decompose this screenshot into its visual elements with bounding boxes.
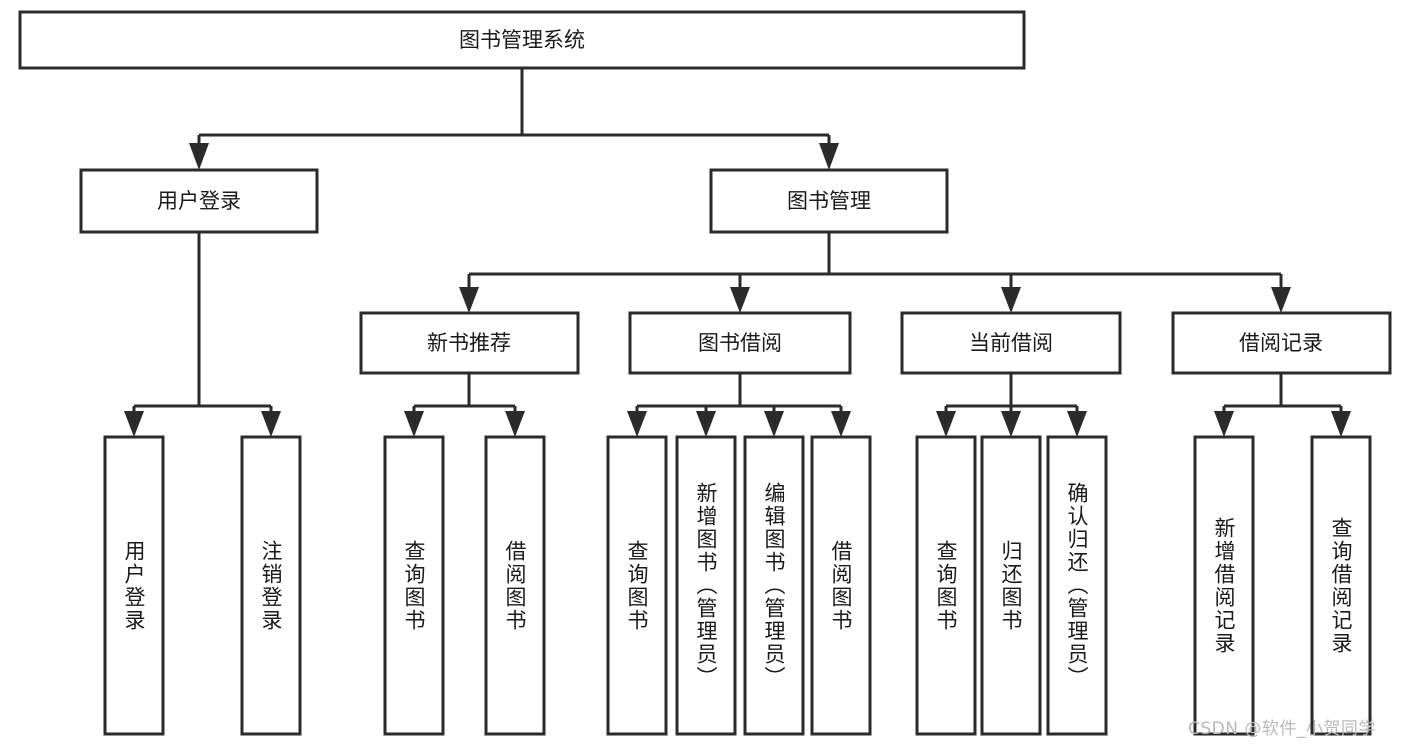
leaf-box-user-login-1[interactable] [103, 435, 165, 736]
node-current-borrow-box[interactable] [900, 311, 1122, 375]
arrow-head-leaf-cb-1 [936, 411, 956, 437]
connector-group-book-mgmt [459, 232, 1291, 313]
leaf-box-current-borrow-3[interactable] [1046, 435, 1108, 736]
arrow-head-leaf-nb-2 [505, 411, 525, 437]
arrow-head-leaf-nb-1 [404, 411, 424, 437]
arrow-head-leaf-bb-3 [764, 411, 784, 437]
leaf-box-borrow-record-1[interactable] [1193, 435, 1255, 736]
arrow-head-leaf-cb-2 [1001, 411, 1021, 437]
leaf-boxes-new-book [383, 435, 546, 736]
node-new-book-recommend[interactable]: 新书推荐 [359, 311, 580, 375]
leaf-box-user-login-2[interactable] [240, 435, 302, 736]
connector-group-borrow-record [1214, 373, 1351, 437]
csdn-watermark: CSDN @软件_小贺同学 [1188, 719, 1376, 739]
node-book-borrow[interactable]: 图书借阅 [628, 311, 852, 375]
arrow-head-leaf-user-login-1 [124, 411, 144, 437]
node-root-box[interactable] [18, 10, 1026, 70]
connector-group-new-book [404, 373, 525, 437]
leaf-box-book-borrow-2[interactable] [675, 435, 737, 736]
leaf-boxes-current-borrow [915, 435, 1108, 736]
leaf-box-borrow-record-2[interactable] [1310, 435, 1372, 736]
node-current-borrow[interactable]: 当前借阅 [900, 311, 1122, 375]
arrow-head-borrow-record [1271, 287, 1291, 313]
arrow-head-leaf-br-1 [1214, 411, 1234, 437]
leaf-boxes-borrow-record [1193, 435, 1372, 736]
node-borrow-record[interactable]: 借阅记录 [1171, 311, 1392, 375]
leaf-box-current-borrow-2[interactable] [980, 435, 1042, 736]
arrow-head-new-book [459, 287, 479, 313]
node-user-login-label: 用户登录 [157, 189, 241, 213]
connector-group-user-login [124, 232, 281, 437]
leaf-box-new-book-1[interactable] [383, 435, 445, 736]
node-new-book-recommend-box[interactable] [359, 311, 580, 375]
leaf-boxes-book-borrow [606, 435, 872, 736]
arrow-head-book-borrow [730, 287, 750, 313]
arrow-head-current-borrow [1001, 287, 1021, 313]
connector-group-root [189, 68, 839, 170]
leaf-box-new-book-2[interactable] [484, 435, 546, 736]
leaf-boxes-user-login [103, 435, 302, 736]
arrow-head-book-mgmt [819, 143, 839, 170]
node-book-borrow-box[interactable] [628, 311, 852, 375]
arrow-head-leaf-br-2 [1331, 411, 1351, 437]
node-current-borrow-label: 当前借阅 [969, 331, 1053, 355]
node-root-label: 图书管理系统 [459, 28, 585, 52]
leaf-box-current-borrow-1[interactable] [915, 435, 977, 736]
leaf-box-book-borrow-3[interactable] [743, 435, 805, 736]
connector-group-book-borrow [627, 373, 851, 437]
node-borrow-record-label: 借阅记录 [1239, 331, 1323, 355]
arrow-head-leaf-user-login-2 [261, 411, 281, 437]
node-user-login[interactable]: 用户登录 [79, 168, 319, 234]
leaf-box-book-borrow-1[interactable] [606, 435, 668, 736]
node-book-mgmt-label: 图书管理 [787, 189, 871, 213]
node-book-mgmt-box[interactable] [709, 168, 949, 234]
node-new-book-recommend-label: 新书推荐 [427, 331, 511, 355]
node-user-login-box[interactable] [79, 168, 319, 234]
node-root[interactable]: 图书管理系统 [18, 10, 1026, 70]
node-book-borrow-label: 图书借阅 [698, 331, 782, 355]
arrow-head-leaf-bb-1 [627, 411, 647, 437]
arrow-head-leaf-bb-4 [831, 411, 851, 437]
arrow-head-leaf-bb-2 [696, 411, 716, 437]
node-borrow-record-box[interactable] [1171, 311, 1392, 375]
node-book-mgmt[interactable]: 图书管理 [709, 168, 949, 234]
connector-group-current-borrow [936, 373, 1087, 437]
leaf-box-book-borrow-4[interactable] [810, 435, 872, 736]
arrow-head-leaf-cb-3 [1067, 411, 1087, 437]
arrow-head-user-login [189, 143, 209, 170]
